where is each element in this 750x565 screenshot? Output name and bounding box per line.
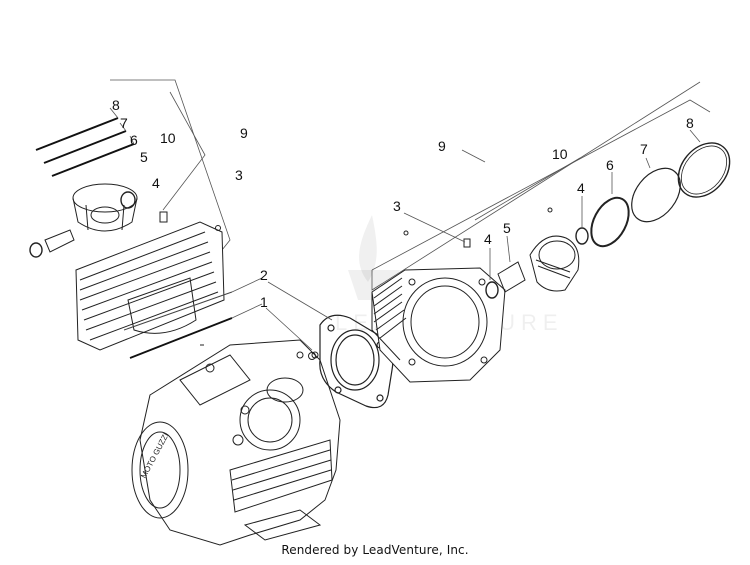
callout-4-right-clip: 4 xyxy=(577,180,585,196)
callout-8-right: 8 xyxy=(686,115,694,131)
callout-7-right: 7 xyxy=(640,141,648,157)
callout-6-right: 6 xyxy=(606,157,614,173)
callouts-right: 9 10 8 7 6 4 3 4 5 xyxy=(393,115,694,247)
callout-3-left: 3 xyxy=(235,167,243,183)
callout-8-left: 8 xyxy=(112,97,120,113)
callout-10-right: 10 xyxy=(552,146,568,162)
left-assembly xyxy=(29,79,263,359)
cylinder-left xyxy=(75,221,225,351)
callout-10-left: 10 xyxy=(160,130,176,146)
callout-4-left: 4 xyxy=(152,175,160,191)
callout-5-left: 5 xyxy=(140,149,148,165)
callout-1-left: 1 xyxy=(260,294,268,310)
callout-4-right: 4 xyxy=(484,231,492,247)
callout-2-left: 2 xyxy=(260,267,268,283)
engine-block: MOTO GUZZI xyxy=(131,339,341,546)
footer-credit: Rendered by LeadVenture, Inc. xyxy=(281,543,469,557)
piston-right-group xyxy=(485,142,731,299)
piston-left xyxy=(72,183,138,232)
callout-7-left: 7 xyxy=(120,115,128,131)
callout-3-right: 3 xyxy=(393,198,401,214)
cylinder-head-gasket xyxy=(308,314,394,409)
callout-6-left: 6 xyxy=(130,132,138,148)
callout-9-right: 9 xyxy=(438,138,446,154)
leader-lines-right xyxy=(265,81,711,351)
cylinder-right xyxy=(371,230,506,383)
callouts-left: 8 7 6 10 5 4 9 3 2 1 xyxy=(112,97,268,310)
callout-5-right: 5 xyxy=(503,220,511,236)
callout-9-left: 9 xyxy=(240,125,248,141)
